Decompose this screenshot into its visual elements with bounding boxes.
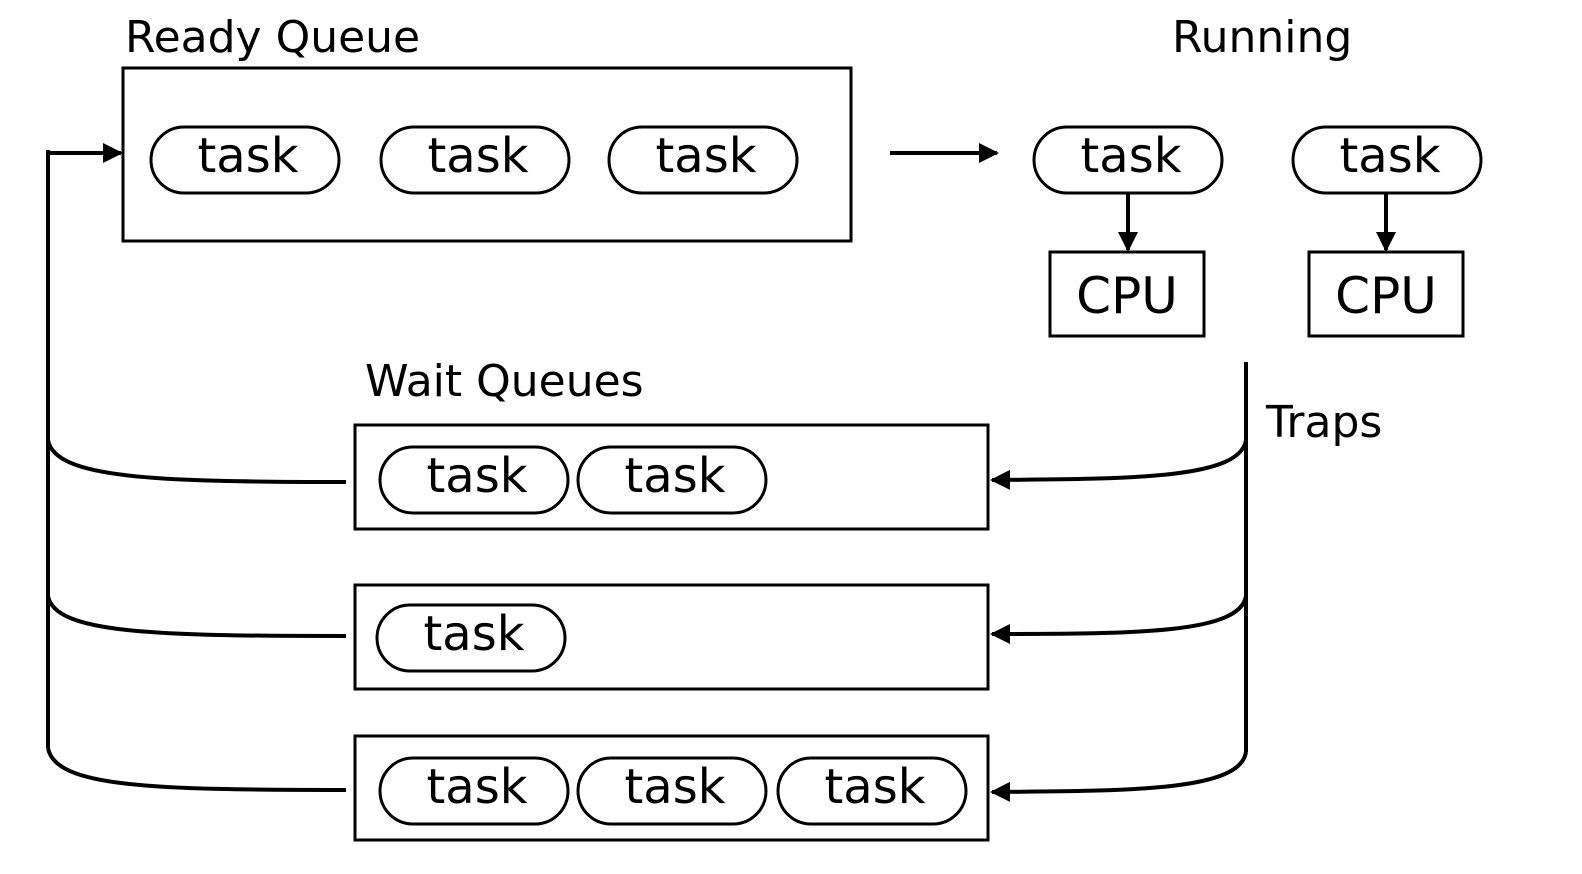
- task-label: task: [426, 759, 527, 815]
- task-label: task: [1339, 128, 1440, 184]
- task-label: task: [423, 606, 524, 662]
- cpu-label: CPU: [1076, 267, 1178, 325]
- task-label: task: [426, 448, 527, 504]
- running-task-2: task: [1291, 125, 1483, 195]
- task-label: task: [624, 448, 725, 504]
- wait2-task-1: task: [375, 603, 567, 673]
- task-label: task: [197, 128, 298, 184]
- task-label: task: [427, 128, 528, 184]
- traps-label: Traps: [1265, 397, 1382, 448]
- wait3-task-3: task: [776, 756, 968, 826]
- wait-queues-label: Wait Queues: [365, 356, 644, 407]
- cpu-label: CPU: [1335, 267, 1437, 325]
- running-label: Running: [1172, 12, 1352, 63]
- task-label: task: [1080, 128, 1181, 184]
- wait1-task-2: task: [576, 445, 768, 515]
- cpu-2: CPU: [1307, 250, 1465, 338]
- return-curve-2: [46, 595, 347, 638]
- task-label: task: [824, 759, 925, 815]
- running-task-1: task: [1032, 125, 1224, 195]
- wait3-task-1: task: [378, 756, 570, 826]
- ready-task-3: task: [607, 125, 799, 195]
- wait1-task-1: task: [378, 445, 570, 515]
- trap-arrow-2: [990, 595, 1248, 644]
- trap-arrow-3: [990, 751, 1248, 802]
- return-curve-3: [46, 747, 347, 792]
- cpu-1: CPU: [1048, 250, 1206, 338]
- task-label: task: [624, 759, 725, 815]
- ready-queue-label: Ready Queue: [125, 12, 420, 63]
- return-curve-1: [46, 439, 347, 484]
- ready-task-2: task: [379, 125, 571, 195]
- ready-task-1: task: [149, 125, 341, 195]
- task-label: task: [655, 128, 756, 184]
- wait3-task-2: task: [576, 756, 768, 826]
- trap-arrow-1: [990, 439, 1248, 490]
